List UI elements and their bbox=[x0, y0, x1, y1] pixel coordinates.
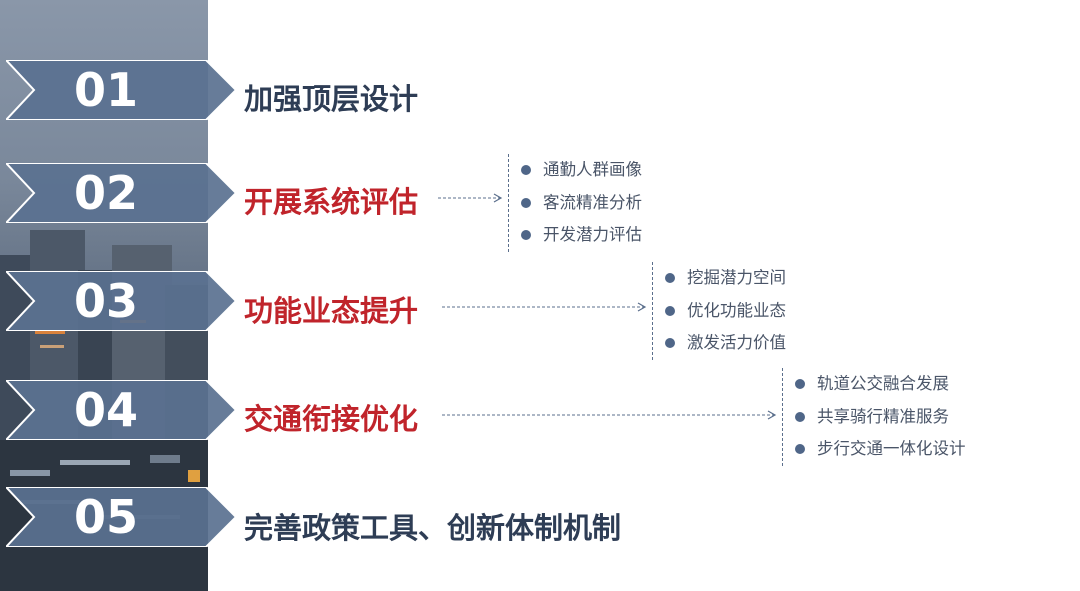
chevron-01: 01 bbox=[3, 59, 238, 121]
chevron-03: 03 bbox=[3, 270, 238, 332]
section-title: 完善政策工具、创新体制机制 bbox=[244, 511, 622, 545]
list-item: 挖掘潜力空间 bbox=[665, 262, 786, 295]
list-item: 开发潜力评估 bbox=[521, 219, 642, 252]
list-item: 优化功能业态 bbox=[665, 295, 786, 328]
chevron-02: 02 bbox=[3, 162, 238, 224]
section-number: 04 bbox=[73, 383, 138, 437]
section-number: 03 bbox=[73, 274, 138, 328]
section-title: 开展系统评估 bbox=[244, 185, 419, 219]
section-title: 功能业态提升 bbox=[244, 294, 419, 328]
bullet-icon bbox=[521, 197, 531, 208]
bullet-icon bbox=[665, 305, 675, 316]
list-item: 客流精准分析 bbox=[521, 187, 642, 220]
list-item: 共享骑行精准服务 bbox=[795, 401, 966, 434]
bullet-icon bbox=[665, 273, 675, 283]
chevron-04: 04 bbox=[3, 379, 238, 441]
bullet-icon bbox=[521, 230, 531, 240]
list-item: 步行交通一体化设计 bbox=[795, 433, 966, 466]
chevron-05: 05 bbox=[3, 486, 238, 548]
bullet-icon bbox=[521, 165, 531, 175]
list-item: 激发活力价值 bbox=[665, 327, 786, 360]
bullet-icon bbox=[795, 411, 805, 422]
bullet-icon bbox=[665, 338, 675, 348]
list-item: 通勤人群画像 bbox=[521, 154, 642, 187]
bullet-icon bbox=[795, 379, 805, 389]
list-item: 轨道公交融合发展 bbox=[795, 368, 966, 401]
bullet-icon bbox=[795, 444, 805, 454]
section-title: 交通衔接优化 bbox=[244, 402, 419, 436]
section-number: 01 bbox=[73, 63, 138, 117]
subitem-list: 挖掘潜力空间 优化功能业态 激发活力价值 bbox=[652, 262, 786, 360]
subitem-list: 轨道公交融合发展 共享骑行精准服务 步行交通一体化设计 bbox=[782, 368, 966, 466]
section-title: 加强顶层设计 bbox=[244, 82, 419, 116]
subitem-list: 通勤人群画像 客流精准分析 开发潜力评估 bbox=[508, 154, 642, 252]
section-number: 02 bbox=[73, 166, 138, 220]
section-number: 05 bbox=[73, 490, 138, 544]
